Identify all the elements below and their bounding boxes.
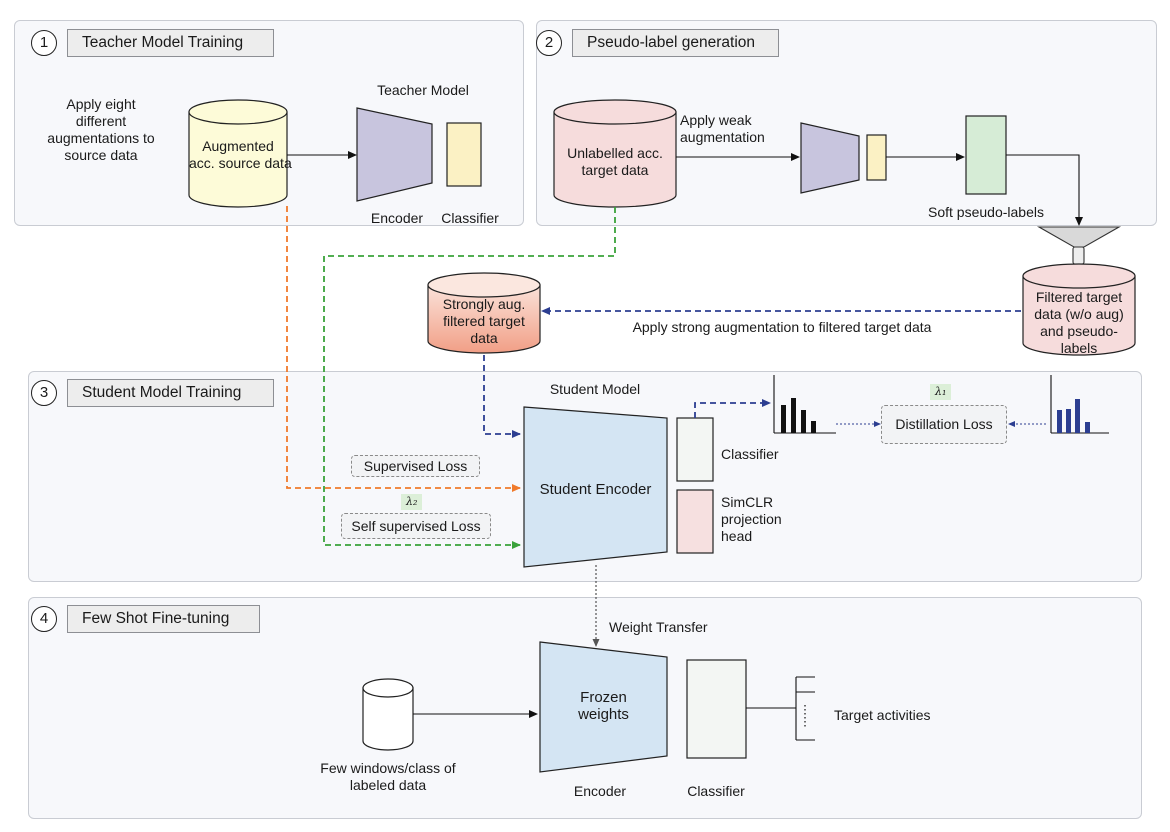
- target-activities-list-icon: [746, 676, 815, 741]
- distillation-loss-box: Distillation Loss: [881, 405, 1007, 444]
- student-classifier-label: Classifier: [721, 446, 779, 462]
- step-number-2: 2: [536, 30, 562, 56]
- teacher-encoder-label: Encoder: [370, 210, 424, 226]
- strongly-aug-target-data-db: [427, 272, 541, 354]
- arrow-classifier-to-bars: [694, 399, 771, 418]
- filtered-target-data-db: [1022, 263, 1136, 356]
- soft-pseudo-labels-label: Soft pseudo-labels: [928, 204, 1044, 220]
- simclr-projection-head-label: SimCLR projection head: [721, 494, 782, 544]
- weight-transfer-label: Weight Transfer: [609, 619, 708, 635]
- step-number-3: 3: [31, 380, 57, 406]
- lambda2-badge: λ₂: [401, 494, 423, 510]
- student-model-label: Student Model: [549, 381, 641, 397]
- self-supervised-loss-box: Self supervised Loss: [341, 513, 491, 539]
- step-number-4: 4: [31, 606, 57, 632]
- target-activities-label: Target activities: [834, 707, 931, 723]
- teacher-copy-encoder-shape: [800, 122, 860, 194]
- arrow-supervised-path: [286, 206, 521, 492]
- pseudo-label-bar-chart: [1050, 375, 1109, 434]
- teacher-classifier-shape: [446, 122, 482, 187]
- filter-funnel-icon: [1036, 226, 1122, 265]
- student-encoder-shape: [523, 406, 668, 568]
- apply-strong-augmentation-label: Apply strong augmentation to filtered ta…: [632, 319, 932, 335]
- strongly-aug-target-data-label: Strongly aug. filtered target data: [442, 296, 526, 346]
- step-title-student: Student Model Training: [67, 379, 274, 407]
- supervised-loss-box: Supervised Loss: [351, 455, 480, 477]
- step-number-1: 1: [31, 30, 57, 56]
- apply-weak-augmentation-label: Apply weak augmentation: [680, 112, 765, 145]
- student-classifier-shape: [676, 417, 714, 482]
- apply-eight-augmentations-label: Apply eight different augmentations to s…: [47, 96, 155, 163]
- unlabelled-target-data-db: [553, 99, 677, 208]
- augmented-source-data-label: Augmented acc. source data: [189, 138, 292, 171]
- frozen-encoder-shape: [539, 641, 668, 773]
- fewshot-encoder-label: Encoder: [573, 783, 627, 799]
- lambda1-badge: λ₁: [930, 384, 952, 400]
- few-windows-labeled-data-label: Few windows/class of labeled data: [320, 760, 456, 793]
- student-encoder-label: Student Encoder: [539, 481, 652, 498]
- simclr-projection-head-shape: [676, 489, 714, 554]
- arrow-to-filter: [1006, 154, 1083, 226]
- teacher-encoder-shape: [356, 107, 433, 202]
- step-title-pseudo: Pseudo-label generation: [572, 29, 779, 57]
- step-title-teacher: Teacher Model Training: [67, 29, 274, 57]
- soft-pseudo-labels-shape: [965, 115, 1007, 195]
- teacher-model-label: Teacher Model: [377, 82, 469, 98]
- student-prediction-bar-chart: [773, 375, 836, 434]
- step-title-few-shot: Few Shot Fine-tuning: [67, 605, 260, 633]
- arrow-self-supervised-path: [323, 207, 616, 549]
- fewshot-classifier-shape: [686, 659, 747, 759]
- unlabelled-target-data-label: Unlabelled acc. target data: [567, 145, 663, 178]
- frozen-weights-label: Frozen weights: [578, 689, 629, 723]
- augmented-source-data-db: [188, 99, 288, 208]
- filtered-target-data-label: Filtered target data (w/o aug) and pseud…: [1034, 289, 1124, 356]
- arrow-strong-to-student: [483, 355, 521, 438]
- few-shot-labeled-data-db: [362, 678, 414, 751]
- teacher-copy-classifier-shape: [866, 134, 887, 181]
- fewshot-classifier-label: Classifier: [687, 783, 745, 799]
- teacher-classifier-label: Classifier: [441, 210, 499, 226]
